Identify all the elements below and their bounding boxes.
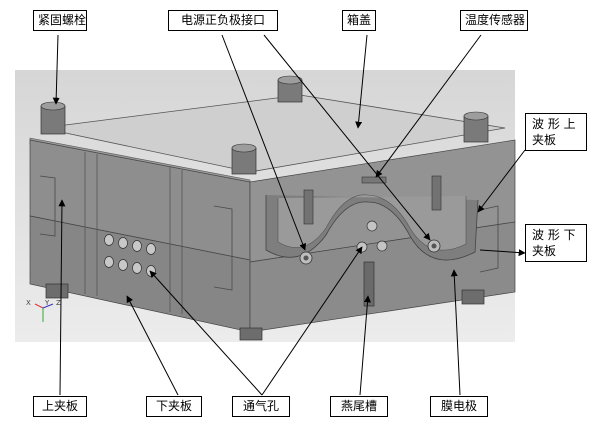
label-lid: 箱盖 <box>342 10 376 31</box>
label-lower-plate: 下夹板 <box>146 396 202 417</box>
label-wave-lower-line2: 夹板 <box>532 244 557 258</box>
label-fastening-bolt: 紧固螺栓 <box>33 10 87 31</box>
axis-y-label: Y <box>44 299 50 307</box>
bolt-back <box>277 75 303 103</box>
axis-z-label: Z <box>56 299 61 307</box>
lid-top <box>41 94 506 173</box>
label-membrane-electrode: 膜电极 <box>430 396 488 417</box>
temperature-sensor <box>361 176 387 184</box>
label-dovetail-slot: 燕尾槽 <box>330 396 388 417</box>
label-wave-upper-line1: 波 形 上 <box>532 117 576 131</box>
axis-triad: X Y Z <box>26 299 61 322</box>
dovetail-slot <box>363 261 375 307</box>
label-vent-hole: 通气孔 <box>232 396 290 417</box>
fuel-cell-model <box>29 75 516 341</box>
bolt-right <box>463 111 489 143</box>
label-wave-upper-plate: 波 形 上 夹板 <box>525 113 587 151</box>
bolt-front-left <box>40 101 66 135</box>
bolt-front <box>231 143 257 175</box>
label-electrode-port: 电源正负极接口 <box>168 10 278 31</box>
label-upper-plate: 上夹板 <box>33 396 87 417</box>
leader-lines <box>52 34 526 396</box>
label-wave-upper-line2: 夹板 <box>532 133 557 147</box>
vent-hole-grid <box>104 234 156 277</box>
label-temperature-sensor: 温度传感器 <box>460 10 528 31</box>
label-wave-lower-plate: 波 形 下 夹板 <box>525 224 587 262</box>
axis-x-label: X <box>26 299 31 307</box>
label-wave-lower-line1: 波 形 下 <box>532 228 576 242</box>
